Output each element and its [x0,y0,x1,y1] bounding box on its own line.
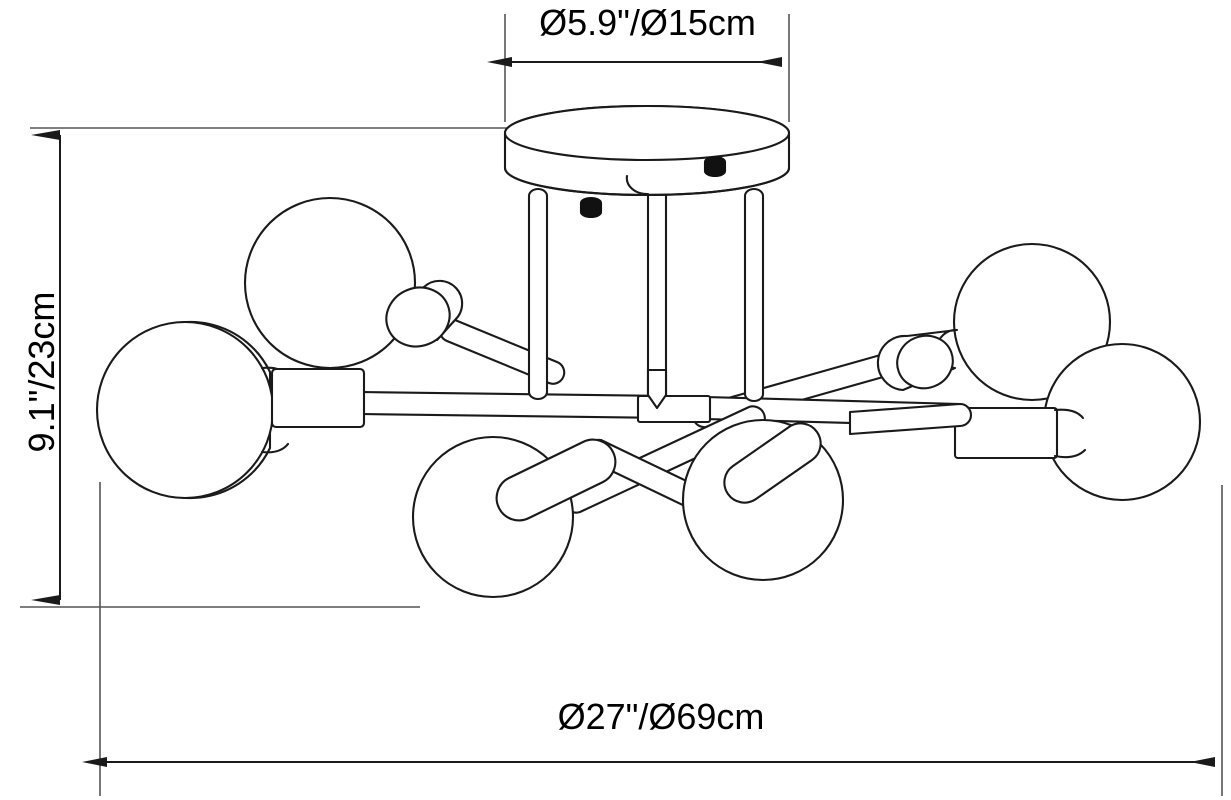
canopy-top-ellipse [503,104,791,162]
stem-right [743,187,765,403]
socket-upper-left [385,279,464,348]
dim-top-group [487,14,790,122]
light-fixture [95,104,1202,599]
socket-lower-left [495,438,617,522]
canopy-screw-right [703,155,727,178]
dimension-lines [20,14,1223,796]
dim-left-group [20,127,518,608]
bulb-far-right [1042,342,1202,502]
arm-left-horizontal [348,390,680,420]
dimension-label-canopy-diameter: Ø5.9"/Ø15cm [539,2,756,43]
stem-left [527,187,549,401]
canopy-screw-left [579,196,603,219]
socket-far-right-neck [1053,408,1087,459]
socket-far-right [953,406,1087,460]
socket-right-upper [876,328,959,392]
dimension-label-height: 9.1"/23cm [21,291,62,453]
bulb-left-globe [95,320,275,500]
arm-right-front-overlay [848,402,972,436]
canopy-inner-hole [625,174,650,196]
socket-left [270,367,366,429]
dimension-label-overall-diameter: Ø27"/Ø69cm [557,696,765,737]
dim-bottom-group [82,482,1223,796]
canopy [503,104,791,197]
bulb-right-upper [952,242,1112,402]
bulb-right-upper-globe [952,242,1112,402]
socket-lower-right [723,422,822,504]
hub-arrow-detail [646,368,668,410]
bulb-far-right-globe [1042,342,1202,502]
bulb-upper-left [243,196,417,370]
bulb-upper-left-globe [243,196,417,370]
center-hub [636,368,712,424]
bulb-left [95,320,290,500]
